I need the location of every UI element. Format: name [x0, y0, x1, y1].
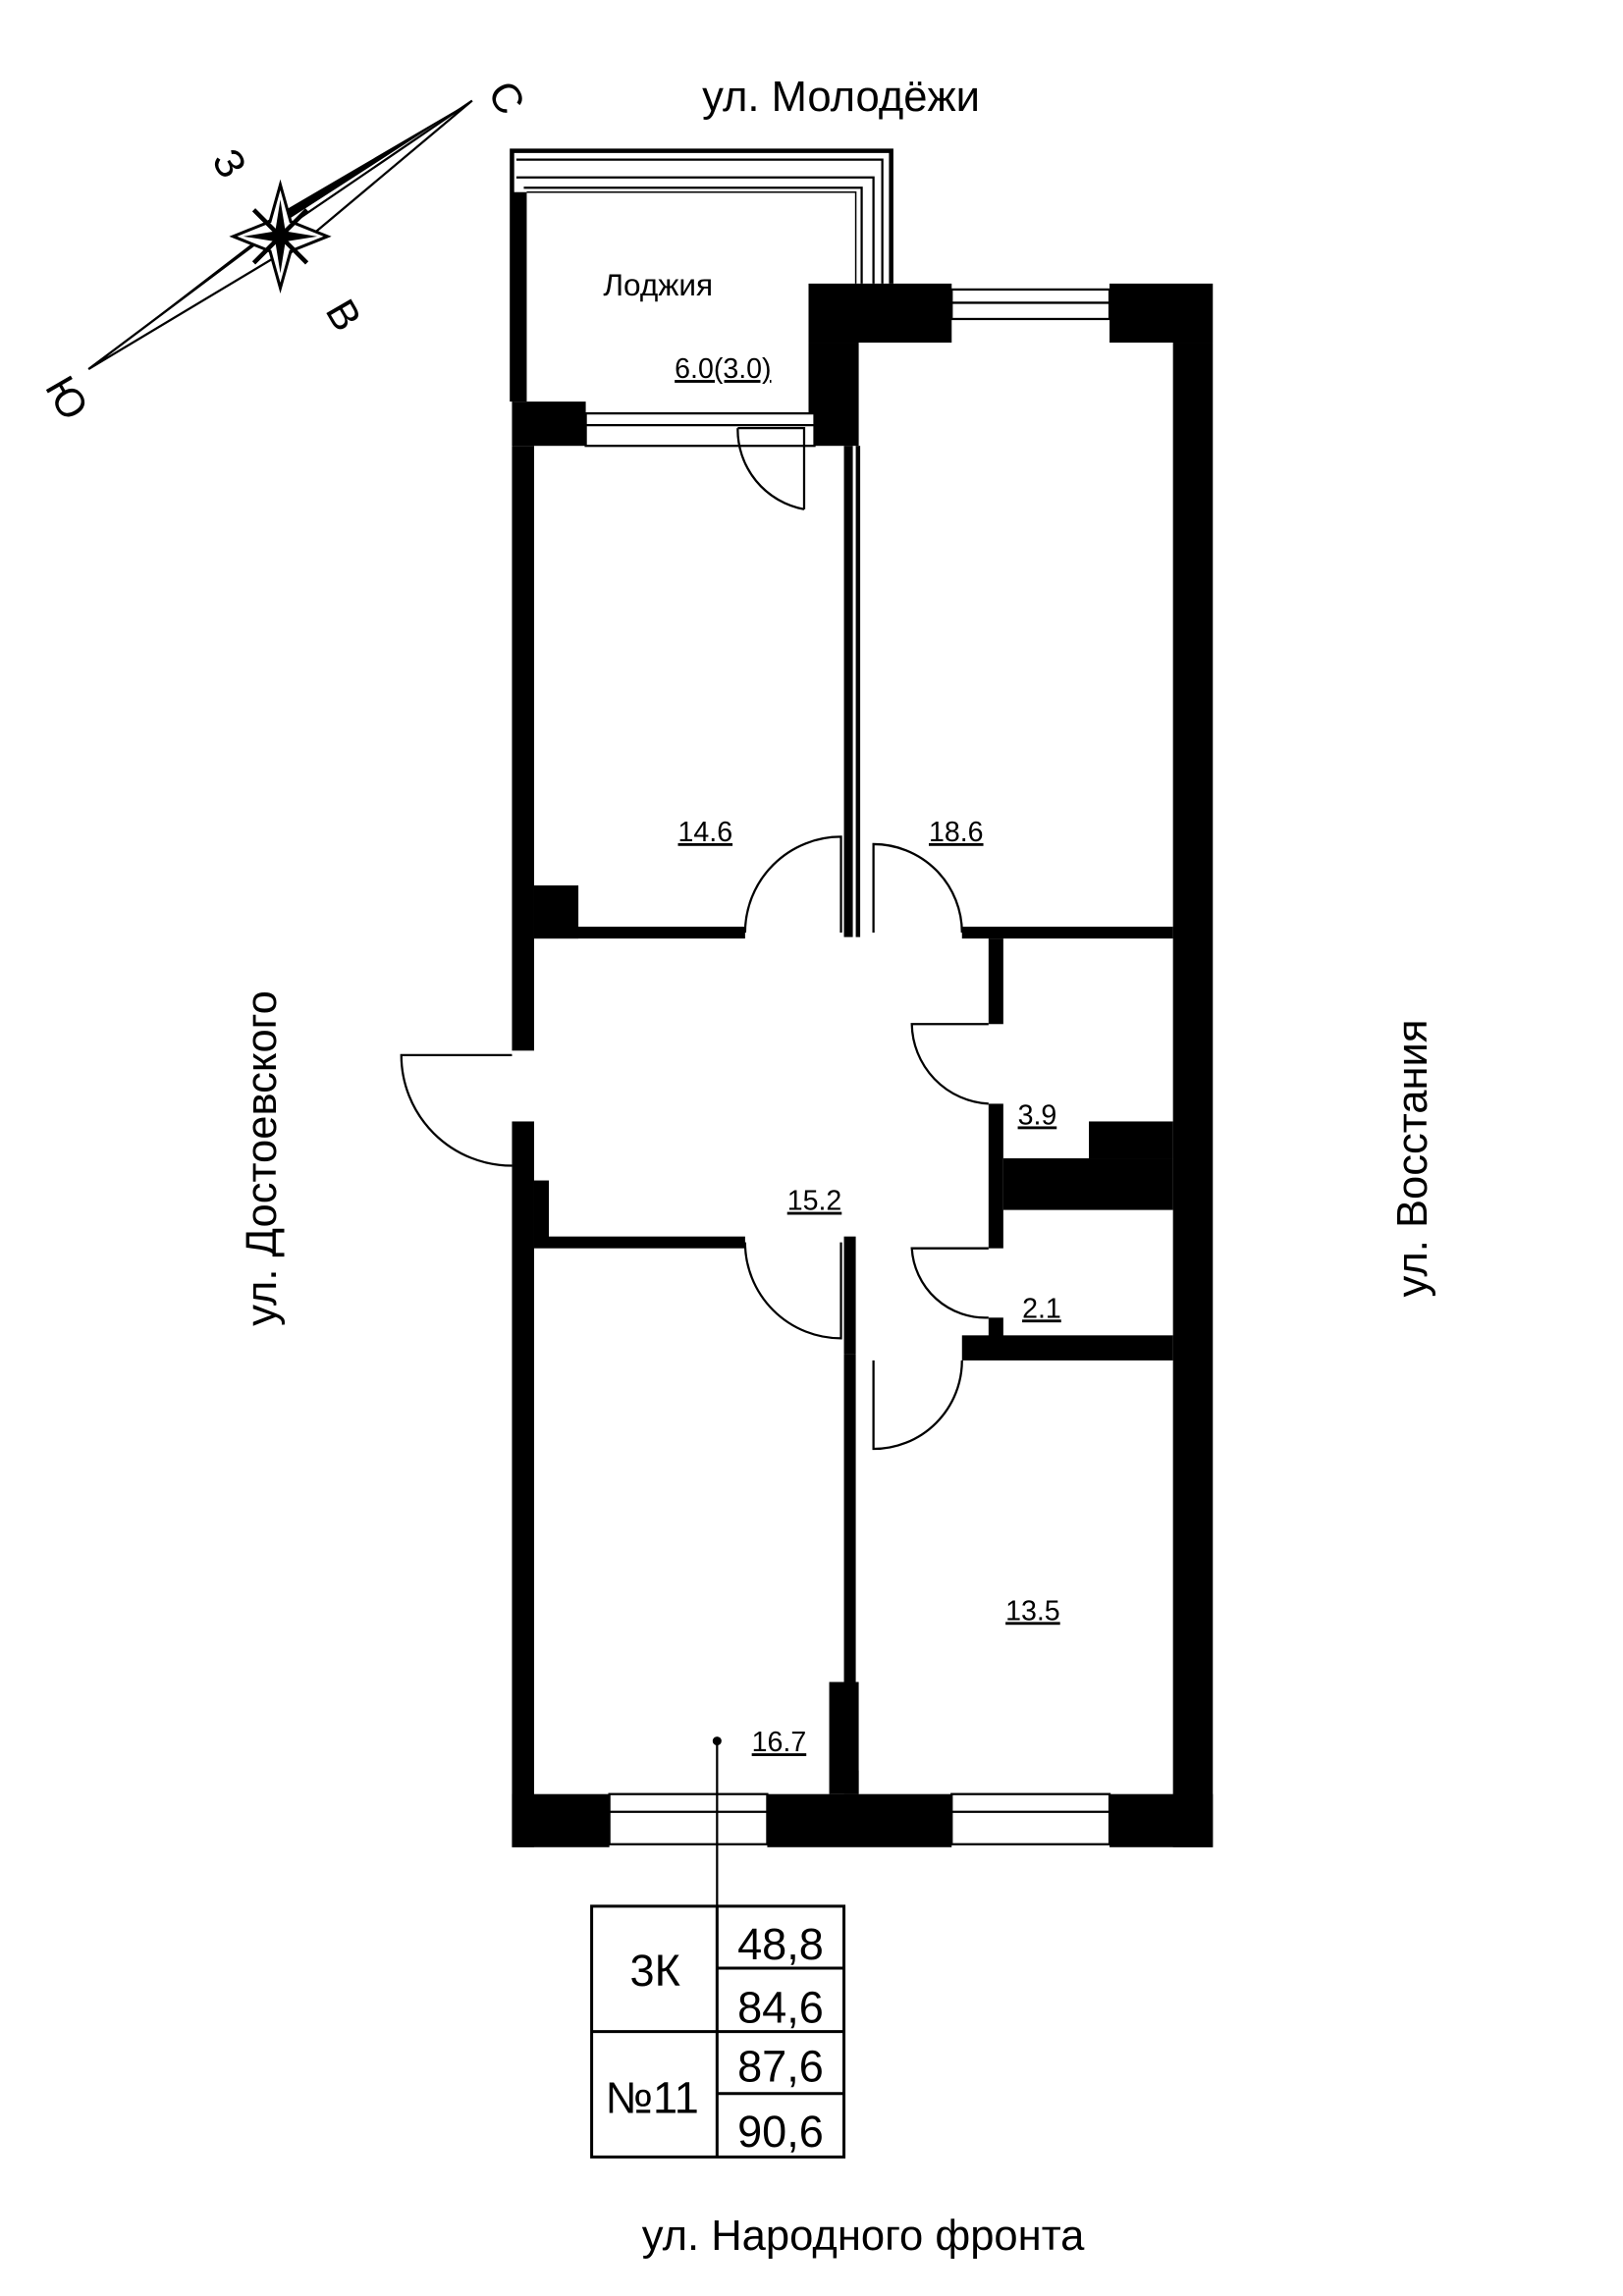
compass-north-label: С — [479, 74, 534, 123]
room-area-top-left: 14.6 — [678, 817, 733, 848]
room-area-toilet: 2.1 — [1022, 1293, 1061, 1324]
loggia — [510, 148, 893, 402]
room-area-bottom-left: 16.7 — [752, 1727, 807, 1758]
living-area: 48,8 — [737, 1919, 824, 1969]
window-bottom-right — [950, 1792, 1111, 1845]
room-area-bathroom: 3.9 — [1018, 1099, 1057, 1131]
street-north: ул. Молодёжи — [702, 74, 980, 121]
loggia-area: 6.0(3.0) — [675, 353, 771, 385]
street-south: ул. Народного фронта — [642, 2213, 1085, 2260]
room-area-top-right: 18.6 — [929, 817, 984, 848]
apartment-type: 3К — [630, 1946, 680, 1996]
room-area-bottom-right: 13.5 — [1005, 1595, 1060, 1627]
area-with-loggia-reduced: 87,6 — [737, 2042, 824, 2092]
leader-line — [712, 1736, 722, 1906]
street-east: ул. Восстания — [1389, 1020, 1436, 1298]
room-area-hallway: 15.2 — [787, 1186, 842, 1217]
walls — [512, 283, 1214, 1847]
window-top-right — [950, 288, 1111, 321]
compass-west-label: З — [203, 141, 255, 187]
compass-rose-icon — [87, 99, 473, 371]
apartment-number: №11 — [606, 2072, 699, 2122]
total-area: 84,6 — [737, 1983, 824, 2033]
loggia-label: Лоджия — [603, 267, 713, 302]
street-west: ул. Достоевского — [239, 990, 286, 1326]
doors[interactable] — [400, 427, 989, 1451]
area-with-loggia-full: 90,6 — [737, 2107, 824, 2157]
compass-east-label: В — [317, 292, 371, 339]
compass-south-label: Ю — [36, 368, 97, 427]
info-table — [590, 1904, 846, 2159]
windows — [584, 288, 1111, 1845]
window-bottom-left — [608, 1792, 769, 1845]
window-loggia — [584, 412, 816, 448]
